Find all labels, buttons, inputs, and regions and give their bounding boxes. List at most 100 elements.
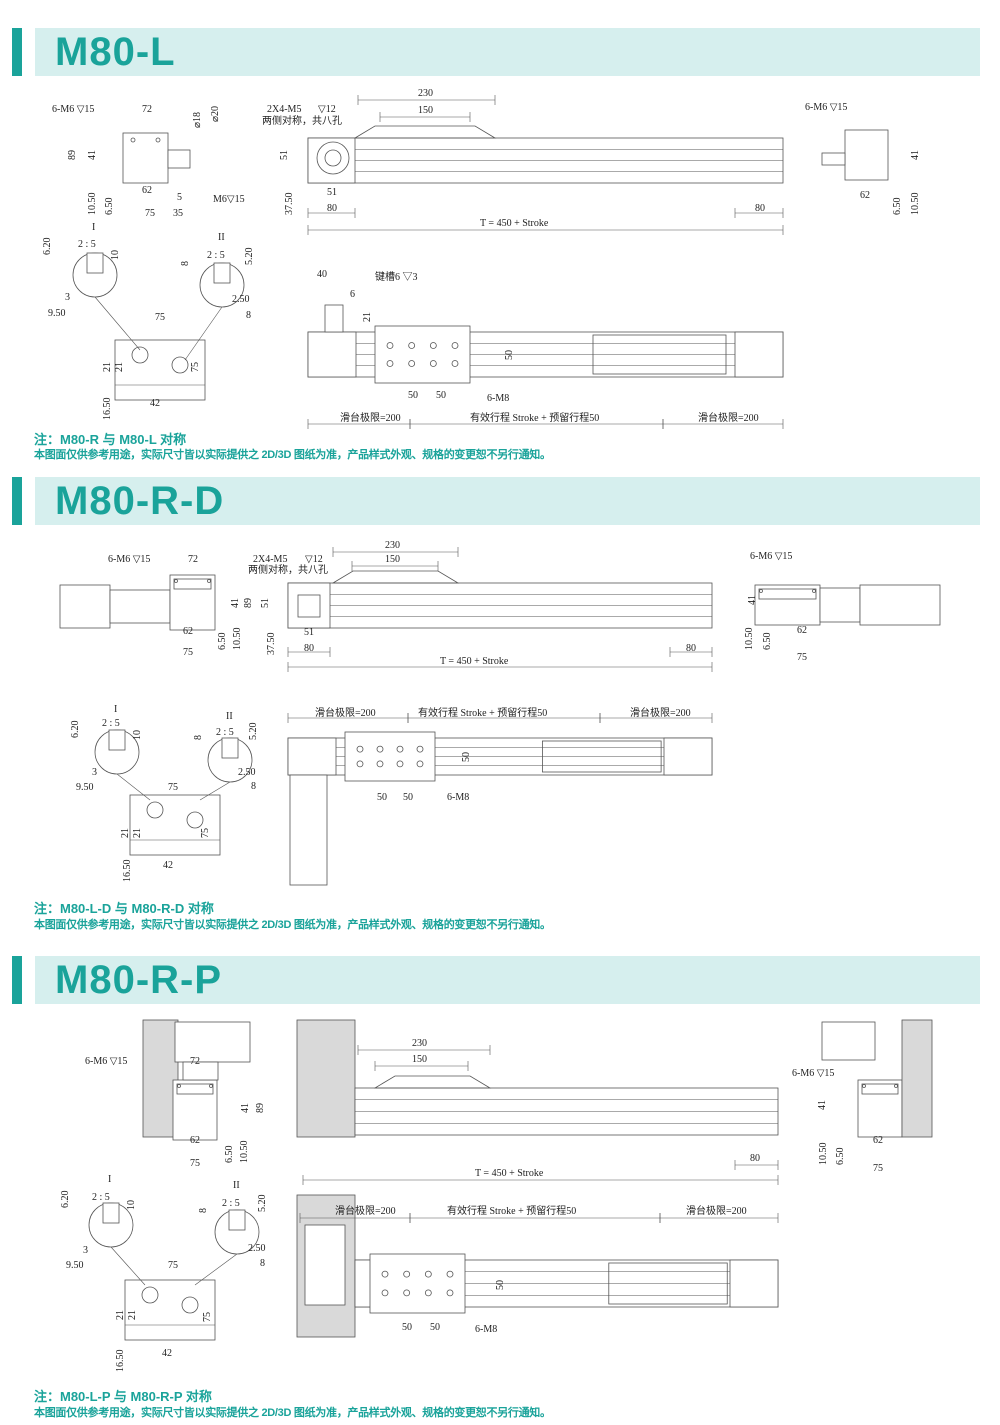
section-header-bar <box>35 956 980 1004</box>
bearing <box>316 141 350 175</box>
dimension-label: 50 <box>436 390 446 401</box>
dimension-label: 42 <box>162 1348 172 1359</box>
hole <box>356 745 364 753</box>
hole <box>174 579 178 583</box>
dimension-label: 62 <box>190 1135 200 1146</box>
dimension-label: 6.20 <box>60 1191 71 1209</box>
dimension-label: 230 <box>418 88 433 99</box>
dimension-label: 62 <box>183 626 193 637</box>
dimension-label: 滑台极限=200 <box>698 411 759 424</box>
dimension-label: 41 <box>910 150 921 160</box>
dimension-label: 6.50 <box>835 1148 846 1166</box>
dimension-label: 230 <box>385 540 400 551</box>
hole <box>209 1084 213 1088</box>
section-title: M80-R-D <box>55 479 225 523</box>
dimension-label: 42 <box>163 860 173 871</box>
motor-body <box>859 584 941 626</box>
detail-profile <box>86 252 104 274</box>
hole <box>356 760 364 768</box>
dimension-label: 35 <box>173 208 183 219</box>
side-plate <box>901 1019 933 1138</box>
hole <box>177 1084 181 1088</box>
coupling-housing <box>109 589 171 624</box>
coupling-housing <box>819 587 861 623</box>
hole <box>429 360 437 367</box>
end-block <box>663 737 713 776</box>
dimension-label: 8 <box>193 735 204 740</box>
dimension-label: 9.50 <box>48 308 66 319</box>
dimension-label: 50 <box>377 792 387 803</box>
motor-shaft <box>167 149 191 169</box>
dimension-label: M6▽15 <box>213 194 245 205</box>
hole <box>451 360 459 367</box>
profile-outline <box>124 1279 216 1341</box>
hole <box>416 745 424 753</box>
dimension-label: II <box>233 1180 240 1191</box>
end-view-body <box>857 1079 903 1138</box>
dimension-label: 50 <box>430 1322 440 1333</box>
dimension-label: 51 <box>279 150 290 160</box>
dimension-label: 80 <box>755 203 765 214</box>
dimension-label: 2 : 5 <box>102 718 120 729</box>
end-view-top <box>176 1083 214 1095</box>
hole <box>403 1289 411 1297</box>
dimension-label: 50 <box>403 792 413 803</box>
carriage-plate <box>369 1253 466 1314</box>
dimension-label: ▽12 <box>305 554 323 565</box>
profile-slot <box>181 1296 199 1314</box>
hole <box>408 360 416 367</box>
leader-line <box>110 1246 146 1286</box>
motor-body <box>821 1021 876 1061</box>
leader-line <box>116 773 151 801</box>
dimension-label: 有效行程 Stroke + 预留行程50 <box>447 1204 576 1217</box>
dimension-label: 72 <box>142 104 152 115</box>
dimension-label: I <box>108 1174 111 1185</box>
dimension-label: 10 <box>110 250 121 260</box>
section-accent <box>12 28 22 76</box>
disclaimer: 本图面仅供参考用途，实际尺寸皆以实际提供之 2D/3D 图纸为准，产品样式外观、… <box>34 919 551 931</box>
motor-body <box>174 1021 251 1063</box>
end-block <box>729 1259 779 1308</box>
end-view-body <box>122 132 169 184</box>
dimension-label: 5.20 <box>248 723 259 741</box>
dimension-label: 10.50 <box>232 628 243 651</box>
profile-slot <box>146 801 164 819</box>
dimension-label: 6.50 <box>217 633 228 651</box>
dimension-label: 10 <box>132 730 143 740</box>
dimension-label: 9.50 <box>66 1260 84 1271</box>
hole <box>386 360 394 367</box>
end-block <box>287 737 337 776</box>
carriage <box>353 125 497 139</box>
hole <box>130 137 136 143</box>
end-view-body <box>169 574 216 631</box>
dimension-label: 41 <box>240 1103 251 1113</box>
dimension-label: 75 <box>145 208 155 219</box>
dimension-label: 9.50 <box>76 782 94 793</box>
dimension-label: 6.50 <box>104 198 115 216</box>
detail-profile <box>108 729 126 751</box>
dimension-label: 37.50 <box>266 633 277 656</box>
dimension-label: 75 <box>200 828 211 838</box>
motor-plate <box>307 137 356 184</box>
dimension-label: 有效行程 Stroke + 预留行程50 <box>470 411 599 424</box>
dimension-label: 62 <box>142 185 152 196</box>
dimension-label: 50 <box>504 350 515 360</box>
dimension-label: ▽12 <box>318 104 336 115</box>
dimension-label: 10 <box>126 1200 137 1210</box>
dimension-label: 21 <box>115 1310 126 1320</box>
hole <box>424 1289 432 1297</box>
dimension-label: 6-M6 ▽15 <box>108 554 150 565</box>
dimension-label: 滑台极限=200 <box>630 706 691 719</box>
hole <box>381 1270 389 1278</box>
dimension-label: 62 <box>873 1135 883 1146</box>
dimension-label: 6.50 <box>762 633 773 651</box>
dimension-label: 16.50 <box>122 860 133 883</box>
dimension-label: 10.50 <box>239 1141 250 1164</box>
detail-profile <box>102 1202 120 1224</box>
dimension-label: 62 <box>797 625 807 636</box>
dimension-label: 21 <box>362 312 373 322</box>
dimension-label: 有效行程 Stroke + 预留行程50 <box>418 706 547 719</box>
dimension-label: 3 <box>92 767 97 778</box>
dimension-label: 2.50 <box>238 767 256 778</box>
cover-strip <box>542 740 662 773</box>
